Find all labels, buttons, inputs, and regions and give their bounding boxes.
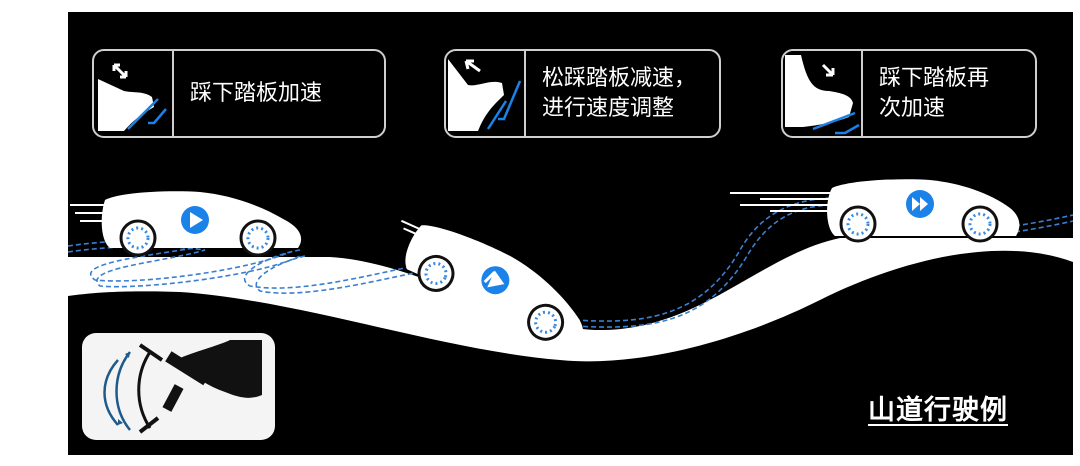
foot-release-pedal-icon <box>446 51 526 136</box>
foot-press-pedal-icon <box>94 51 174 136</box>
instruction-text-1: 踩下踏板加速 <box>190 80 323 106</box>
car-1 <box>70 191 302 257</box>
instruction-card-1: 踩下踏板加速 <box>92 49 386 138</box>
instruction-text-3: 踩下踏板再 次加速 <box>879 65 990 121</box>
paddle-pedal-icon <box>82 333 275 440</box>
instruction-card-2: 松踩踏板减速， 进行速度调整 <box>444 49 721 138</box>
car-2 <box>400 219 584 347</box>
instruction-text-2: 松踩踏板减速， 进行速度调整 <box>542 65 697 121</box>
foot-press-again-icon <box>783 51 863 136</box>
instruction-card-3: 踩下踏板再 次加速 <box>781 49 1037 138</box>
caption-title: 山道行驶例 <box>868 395 1008 426</box>
car-3 <box>730 179 1020 243</box>
